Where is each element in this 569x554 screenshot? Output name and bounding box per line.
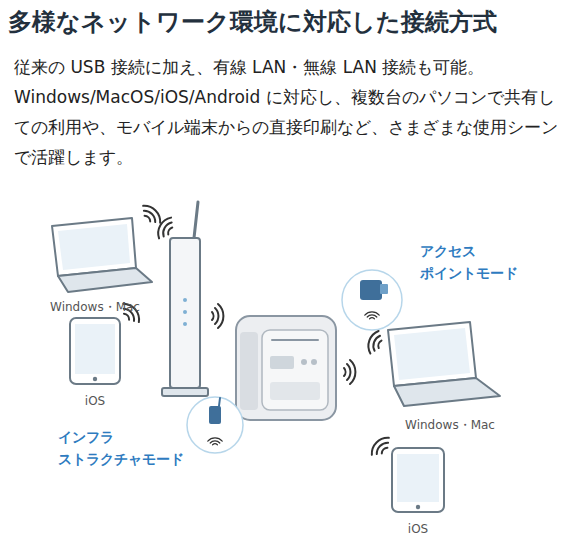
access-point-icon [342,270,402,330]
mode-label: アクセス ポイントモード [420,240,532,284]
tablet [392,448,444,512]
device-label: iOS [390,518,446,536]
device-label: Windows・Mac [395,414,505,434]
printer [236,316,336,420]
device-label: iOS [70,390,120,408]
wireless-waves [119,202,393,459]
device-name: Windows・Mac [405,416,495,434]
heading: 多様なネットワーク環境に対応した接続方式 [8,6,497,38]
device-name: iOS [85,392,105,410]
mode-region: インフラ ストラクチャモード Windows・Mac iOS [12,222,292,502]
device-label: Windows・Mac [40,296,150,316]
mode-label: インフラ ストラクチャモード [58,426,192,470]
tablet [70,318,120,384]
mode-region: アクセス ポイントモードWindows・MaciOS [298,286,566,554]
laptop [388,322,500,406]
infrastructure-icon [187,397,243,453]
caption: 従来の USB 接続に加え、有線 LAN・無線 LAN 接続も可能。 Windo… [14,52,559,172]
device-name: iOS [408,520,428,538]
device-name: Windows・Mac [50,298,140,316]
laptop [52,218,152,292]
